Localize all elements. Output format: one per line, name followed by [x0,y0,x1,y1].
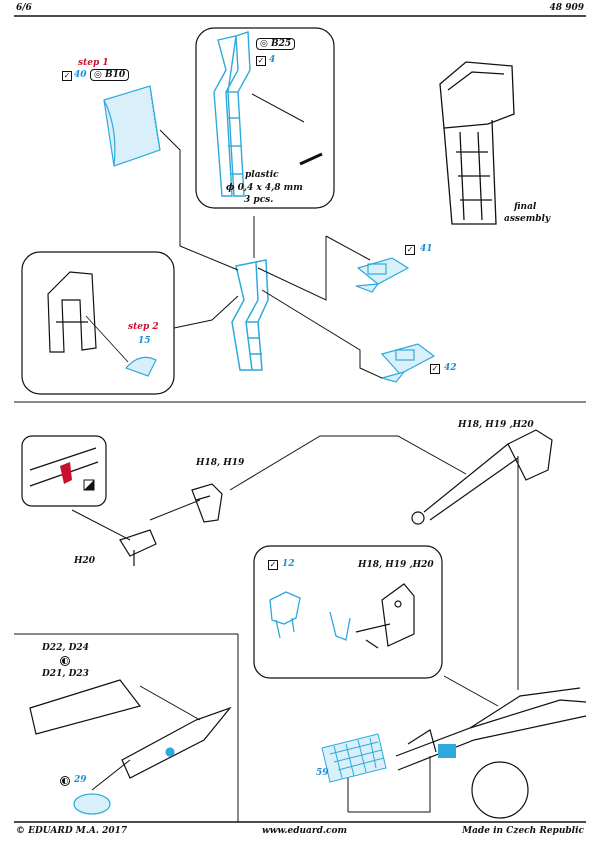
moon-icon: ◐ [60,656,70,666]
step1-label: step 1 [78,58,109,68]
step2-label: step 2 [128,322,159,332]
main-ladder [231,259,269,371]
part-number-40: 40 [74,70,87,80]
part-41 [355,257,410,293]
ref-b25: ◎ B25 [256,38,296,50]
bracket-h18-h19-h20 [355,583,415,649]
part-number-42: 42 [444,363,457,373]
part-number-4: 4 [269,55,276,65]
part-12 [269,591,351,641]
part-15 [124,356,157,377]
side-panel-part [29,679,232,779]
step2-seat [47,271,97,353]
mast-assembly [411,429,553,525]
check-box-icon: ✓ [62,71,72,81]
label-h18-h19-h20-top: H18, H19 ,H20 [458,420,534,430]
label-h18-h19-h20-inset: H18, H19 ,H20 [358,560,434,570]
label-d21-d23: D21, D23 [42,669,89,679]
step2-inset-bubble [21,251,175,395]
part-number-12: 12 [282,559,295,569]
page-number: 6/6 [16,3,32,13]
etch-panel-40 [103,85,161,167]
label-d22-d24: D22, D24 [42,643,89,653]
moon-icon: ◐ [60,776,70,786]
plastic-note-3: 3 pcs. [244,195,274,205]
part-number-41: 41 [420,244,433,254]
ref-b10: ◎ B10 [90,69,130,81]
part-59-mesh [321,733,387,783]
footer-made-in: Made in Czech Republic [462,826,584,836]
check-box-icon: ✓ [430,364,440,374]
red-detail-bubble [21,435,107,507]
fuselage-detail-blue [438,744,456,758]
label-h18-h19: H18, H19 [196,458,245,468]
footer-copyright: © EDUARD M.A. 2017 [16,826,128,836]
clip-h20 [119,529,157,566]
plastic-note-1: plastic [245,170,279,180]
label-h20: H20 [74,556,96,566]
ref-b25-text: B25 [271,39,292,49]
part-number-15: 15 [138,336,151,346]
final-assembly-2: assembly [504,214,551,224]
final-assembly-1: final [514,202,537,212]
part-29 [73,793,111,815]
part-number-59: 59 [316,768,329,778]
footer-url: www.eduard.com [262,826,348,836]
check-box-icon: ✓ [405,245,415,255]
ladder-inset-bubble [195,27,335,209]
part-number-29: 29 [74,775,87,785]
check-box-icon: ✓ [256,56,266,66]
top-connectors [159,129,383,379]
detail-inset-bubble [253,545,443,679]
plastic-note-2: ϕ 0,4 x 4,8 mm [226,183,303,193]
red-detail [29,447,99,491]
plastic-rod [299,152,323,166]
final-assembly-seat [439,61,515,225]
clip-h18-h19 [191,483,223,523]
check-box-icon: ✓ [268,560,278,570]
ladder-part-4 [213,31,251,197]
kit-code: 48 909 [549,3,584,13]
ref-b10-text: B10 [105,70,126,80]
part-42 [379,343,436,383]
fuselage [395,687,587,819]
